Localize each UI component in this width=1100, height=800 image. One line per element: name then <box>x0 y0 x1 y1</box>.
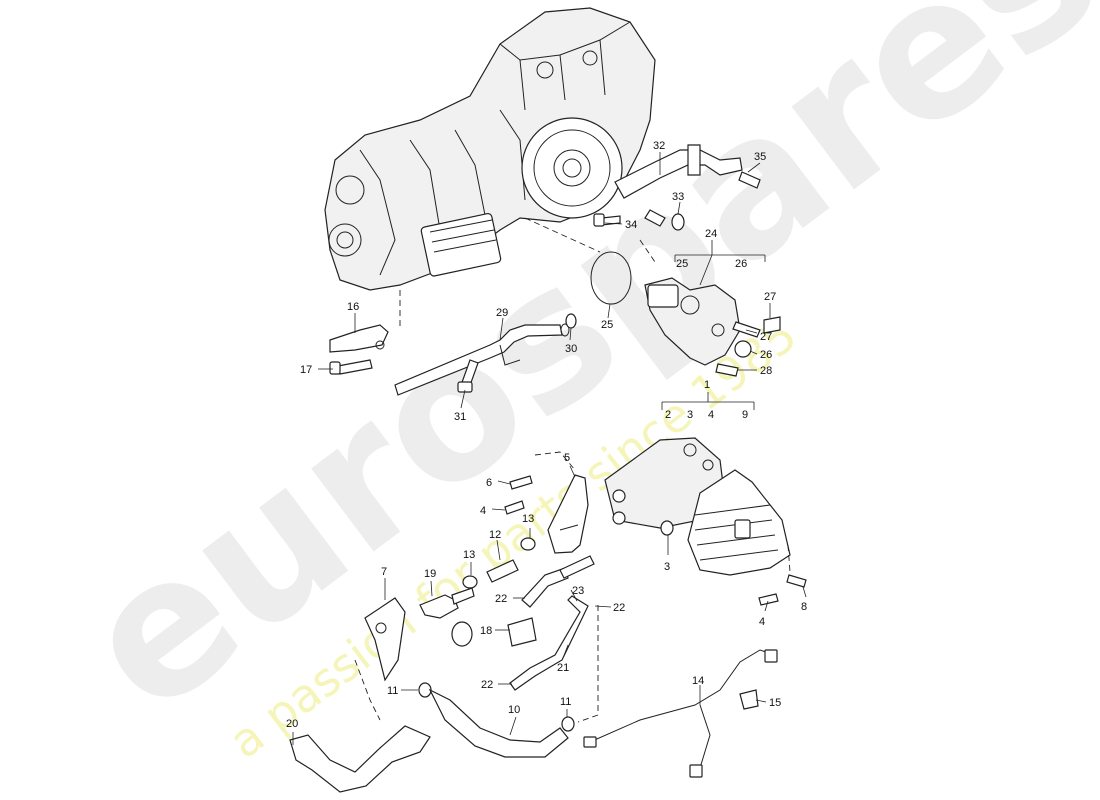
callout-13: 13 <box>522 513 534 525</box>
bolt-8 <box>786 574 807 588</box>
callout-32: 32 <box>653 140 665 152</box>
callout-6: 6 <box>486 477 492 489</box>
callout-4: 4 <box>480 505 486 517</box>
callout-26: 26 <box>735 258 747 270</box>
connector-12 <box>486 559 519 583</box>
callout-16: 16 <box>347 301 359 313</box>
callout-7: 7 <box>381 566 387 578</box>
dash-line-2 <box>534 451 576 471</box>
callout-21: 21 <box>557 662 569 674</box>
callout-19: 19 <box>424 568 436 580</box>
callout-29: 29 <box>496 307 508 319</box>
callout-15: 15 <box>769 697 781 709</box>
bolt-35 <box>738 171 761 189</box>
callout-18: 18 <box>480 625 492 637</box>
callout-25: 25 <box>601 319 613 331</box>
callout-30: 30 <box>565 343 577 355</box>
bolts-27 <box>732 316 781 338</box>
dash-line-1 <box>787 544 791 573</box>
bolt-31 <box>457 359 479 393</box>
callout-27: 27 <box>760 331 772 343</box>
callout-20: 20 <box>286 718 298 730</box>
clips-13 <box>462 537 536 589</box>
ring-11a <box>418 682 432 698</box>
callout-14: 14 <box>692 675 704 687</box>
callout-9: 9 <box>742 409 748 421</box>
dash-line-4 <box>354 659 381 721</box>
dash-line-3 <box>577 605 599 723</box>
callout-2: 2 <box>665 409 671 421</box>
bracket-16 <box>329 290 401 353</box>
callout-33: 33 <box>672 191 684 203</box>
ring-3 <box>660 520 674 536</box>
ring-33 <box>671 213 685 231</box>
callout-26: 26 <box>760 349 772 361</box>
callout-35: 35 <box>754 151 766 163</box>
bolt-6 <box>509 475 533 490</box>
ring-26 <box>734 340 752 358</box>
transmission-housing <box>324 7 656 291</box>
callout-22: 22 <box>495 593 507 605</box>
callout-22: 22 <box>613 602 625 614</box>
bolt-4b <box>758 593 779 606</box>
callout-1: 1 <box>704 379 710 391</box>
pipe-10 <box>428 688 569 758</box>
callout-3: 3 <box>687 409 693 421</box>
callout-labels: 1 2 3 4 9 5 6 4 13 12 13 3 7 19 23 22 22… <box>286 140 807 730</box>
clip-15 <box>739 689 759 710</box>
bracket-5 <box>547 474 589 554</box>
callout-8: 8 <box>801 601 807 613</box>
callout-4: 4 <box>708 409 714 421</box>
oil-cooler-9 <box>687 469 791 576</box>
callout-10: 10 <box>508 704 520 716</box>
callout-12: 12 <box>489 529 501 541</box>
callout-23: 23 <box>572 585 584 597</box>
callout-24: 24 <box>705 228 717 240</box>
leader-lines <box>292 152 807 745</box>
switch-18 <box>507 617 537 647</box>
callout-22: 22 <box>481 679 493 691</box>
callout-17: 17 <box>300 364 312 376</box>
callout-11: 11 <box>387 685 398 697</box>
callout-25: 25 <box>676 258 688 270</box>
callout-27: 27 <box>764 291 776 303</box>
pipe-32 <box>614 144 743 199</box>
callout-34: 34 <box>625 219 637 231</box>
bolt-17 <box>329 359 373 375</box>
callout-5: 5 <box>564 452 570 464</box>
callout-4: 4 <box>759 616 765 628</box>
harness-14 <box>583 649 778 778</box>
ring-11b <box>561 716 575 732</box>
sensor-19 <box>419 587 475 647</box>
oil-pump-24 <box>644 277 741 366</box>
callout-31: 31 <box>454 411 466 423</box>
bolt-4a <box>504 500 525 515</box>
callout-11: 11 <box>560 696 571 708</box>
hose-21 <box>509 595 589 691</box>
callout-28: 28 <box>760 365 772 377</box>
pipe-20 <box>289 725 431 793</box>
ring-30 <box>565 313 577 329</box>
oring-25 <box>524 217 656 305</box>
callout-3: 3 <box>664 561 670 573</box>
hose-23 <box>559 555 595 579</box>
hose-22-upper <box>521 567 569 608</box>
bracket-7 <box>364 597 406 682</box>
bolt-28 <box>715 363 739 377</box>
callout-13: 13 <box>463 549 475 561</box>
